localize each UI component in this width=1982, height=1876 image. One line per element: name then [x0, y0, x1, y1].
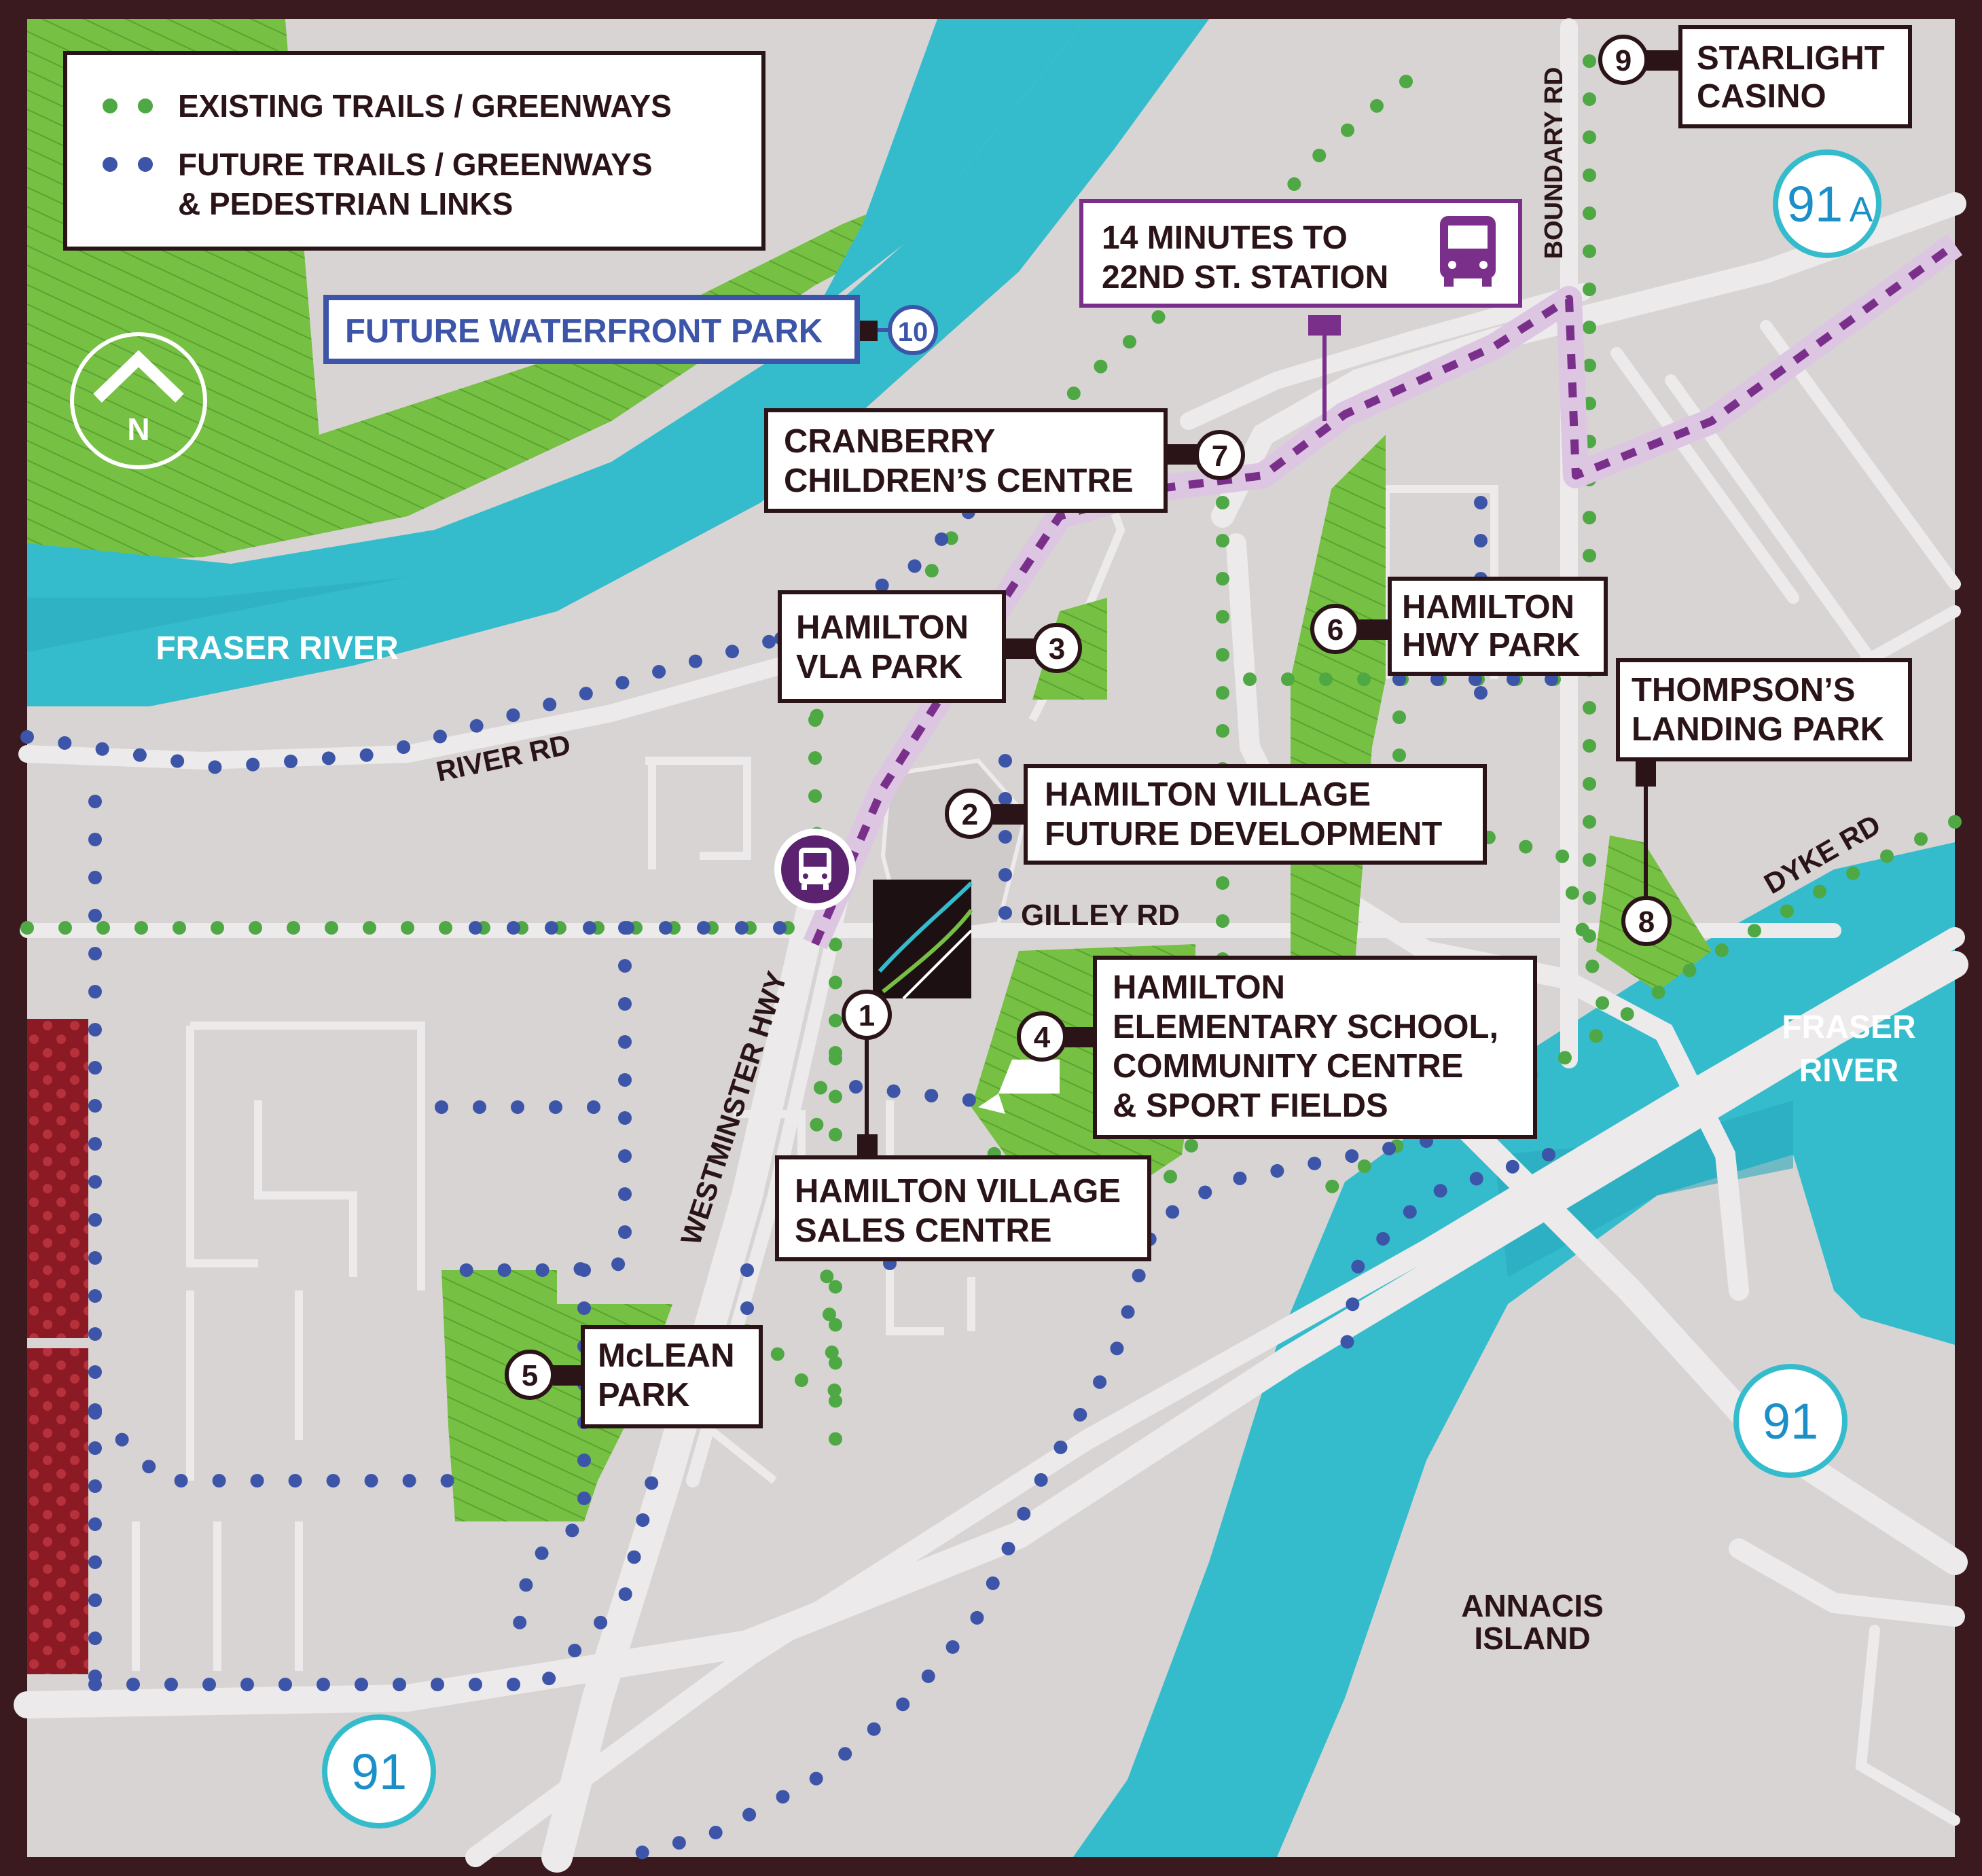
callout-8-line1: THOMPSON’S	[1632, 672, 1855, 708]
callout-3-line2: VLA PARK	[796, 649, 962, 685]
north-compass: N	[70, 332, 207, 469]
fraser-river	[27, 19, 1209, 706]
callout-9[interactable]: 9 STARLIGHT CASINO	[1598, 25, 1912, 128]
transit-note: 14 MINUTES TO 22ND ST. STATION	[1079, 199, 1522, 421]
callout-6-line1: HAMILTON	[1402, 589, 1574, 626]
callout-3-line1: HAMILTON	[796, 609, 969, 646]
svg-text:91: 91	[1787, 176, 1843, 232]
callout-1-line2: SALES CENTRE	[795, 1212, 1051, 1249]
callout-1-number: 1	[859, 999, 875, 1032]
label-fraser-river-west: FRASER RIVER	[156, 630, 398, 666]
callout-9-line2: CASINO	[1697, 78, 1826, 115]
callout-7-line2: CHILDREN’S CENTRE	[784, 463, 1134, 499]
callout-4-line4: & SPORT FIELDS	[1113, 1087, 1388, 1124]
future-trails	[20, 496, 1569, 1864]
callout-7[interactable]: CRANBERRY CHILDREN’S CENTRE 7	[764, 408, 1245, 513]
legend-future-1: FUTURE TRAILS / GREENWAYS	[178, 147, 653, 182]
rail-corridor-north	[27, 1019, 88, 1338]
transit-note-line2: 22ND ST. STATION	[1102, 259, 1388, 295]
callout-4-number: 4	[1034, 1021, 1051, 1054]
highway-shield-91a: 91 A	[1773, 149, 1881, 258]
callout-3[interactable]: HAMILTON VLA PARK 3	[778, 590, 1082, 703]
callout-10-label: FUTURE WATERFRONT PARK	[345, 313, 823, 350]
north-arrow-icon	[93, 350, 184, 403]
bus-stop-marker[interactable]	[774, 829, 856, 910]
callout-8-line2: LANDING PARK	[1632, 711, 1884, 748]
callout-1-line1: HAMILTON VILLAGE	[795, 1173, 1121, 1210]
highway-shield-91-east: 91	[1733, 1364, 1848, 1478]
callout-9-line1: STARLIGHT	[1697, 40, 1885, 77]
callout-4-line3: COMMUNITY CENTRE	[1113, 1048, 1463, 1085]
callout-5-line1: McLEAN	[598, 1337, 734, 1374]
legend: EXISTING TRAILS / GREENWAYS FUTURE TRAIL…	[63, 51, 765, 251]
rail-corridor-south	[27, 1348, 88, 1674]
callout-6-line2: HWY PARK	[1402, 627, 1580, 664]
callout-4-line1: HAMILTON	[1113, 969, 1285, 1006]
callout-2-number: 2	[962, 798, 978, 831]
legend-existing: EXISTING TRAILS / GREENWAYS	[178, 88, 672, 124]
bus-icon	[799, 848, 831, 890]
transit-note-line1: 14 MINUTES TO	[1102, 220, 1348, 256]
callout-8-number: 8	[1638, 905, 1655, 939]
callout-5-line2: PARK	[598, 1377, 689, 1413]
callout-10[interactable]: FUTURE WATERFRONT PARK 10	[323, 295, 938, 364]
highway-shield-91-south: 91	[322, 1714, 436, 1828]
svg-text:91: 91	[351, 1744, 407, 1800]
label-annacis-2: ISLAND	[1474, 1621, 1590, 1656]
svg-text:N: N	[127, 412, 149, 447]
callout-2-line2: FUTURE DEVELOPMENT	[1045, 816, 1442, 852]
callout-7-line1: CRANBERRY	[784, 423, 995, 460]
callout-10-number: 10	[898, 317, 929, 347]
roads	[14, 18, 1968, 1873]
label-fraser-river-east-1: FRASER	[1782, 1009, 1915, 1045]
callout-8[interactable]: THOMPSON’S LANDING PARK 8	[1616, 658, 1912, 946]
label-annacis-1: ANNACIS	[1461, 1588, 1604, 1623]
callout-5-number: 5	[522, 1359, 538, 1392]
callout-9-number: 9	[1615, 44, 1632, 77]
callout-2[interactable]: 2 HAMILTON VILLAGE FUTURE DEVELOPMENT	[945, 764, 1487, 865]
svg-text:91: 91	[1763, 1393, 1818, 1449]
label-fraser-river-east-2: RIVER	[1799, 1053, 1899, 1089]
callout-6[interactable]: 6 HAMILTON HWY PARK	[1310, 577, 1608, 676]
svg-text:A: A	[1850, 190, 1873, 230]
callout-6-number: 6	[1327, 613, 1344, 647]
label-gilley-rd: GILLEY RD	[1021, 899, 1180, 932]
legend-future-2: & PEDESTRIAN LINKS	[178, 186, 513, 221]
callout-3-number: 3	[1049, 632, 1065, 666]
callout-4-line2: ELEMENTARY SCHOOL,	[1113, 1009, 1498, 1045]
callout-4[interactable]: 4 HAMILTON ELEMENTARY SCHOOL, COMMUNITY …	[1017, 956, 1537, 1139]
label-boundary-rd: BOUNDARY RD	[1540, 67, 1568, 259]
callout-7-number: 7	[1212, 439, 1228, 473]
callout-5[interactable]: 5 McLEAN PARK	[505, 1325, 763, 1428]
callout-1[interactable]: 1 HAMILTON VILLAGE SALES CENTRE	[775, 990, 1151, 1261]
bus-icon	[1440, 216, 1496, 287]
callout-2-line1: HAMILTON VILLAGE	[1045, 776, 1371, 813]
